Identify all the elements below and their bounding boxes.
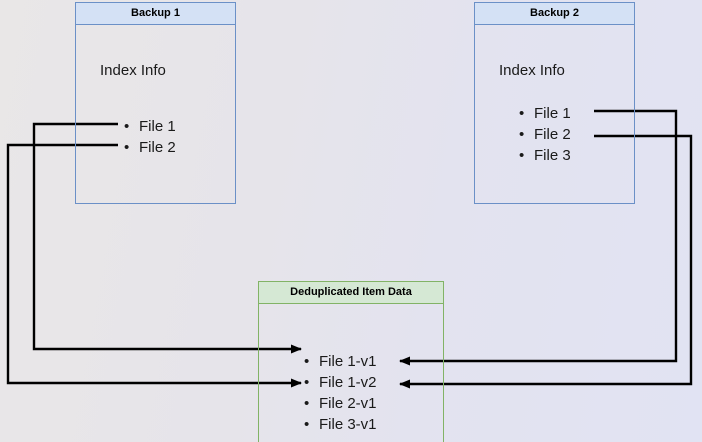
list-item: File 2-v1	[304, 393, 377, 414]
list-item: File 1-v1	[304, 351, 377, 372]
node-dedup-item-list: File 1-v1 File 1-v2 File 2-v1 File 3-v1	[304, 351, 377, 435]
list-item: File 2	[519, 124, 571, 145]
node-backup2-header: Backup 2	[475, 3, 634, 25]
list-item: File 3-v1	[304, 414, 377, 435]
node-backup2-caption: Index Info	[499, 62, 565, 79]
list-item: File 1	[519, 103, 571, 124]
list-item: File 1	[124, 116, 176, 137]
node-backup1[interactable]: Backup 1 Index Info File 1 File 2	[75, 2, 236, 204]
list-item: File 2	[124, 137, 176, 158]
list-item: File 1-v2	[304, 372, 377, 393]
node-backup2-body: Index Info File 1 File 2 File 3	[475, 25, 634, 203]
node-backup2-file-list: File 1 File 2 File 3	[519, 103, 571, 166]
node-backup1-caption: Index Info	[100, 62, 166, 79]
node-backup2[interactable]: Backup 2 Index Info File 1 File 2 File 3	[474, 2, 635, 204]
node-dedup-header: Deduplicated Item Data	[259, 282, 443, 304]
node-deduplicated-item-data[interactable]: Deduplicated Item Data File 1-v1 File 1-…	[258, 281, 444, 442]
node-backup1-body: Index Info File 1 File 2	[76, 25, 235, 203]
node-backup1-header: Backup 1	[76, 3, 235, 25]
list-item: File 3	[519, 145, 571, 166]
node-dedup-body: File 1-v1 File 1-v2 File 2-v1 File 3-v1	[259, 304, 443, 442]
node-backup1-file-list: File 1 File 2	[124, 116, 176, 158]
